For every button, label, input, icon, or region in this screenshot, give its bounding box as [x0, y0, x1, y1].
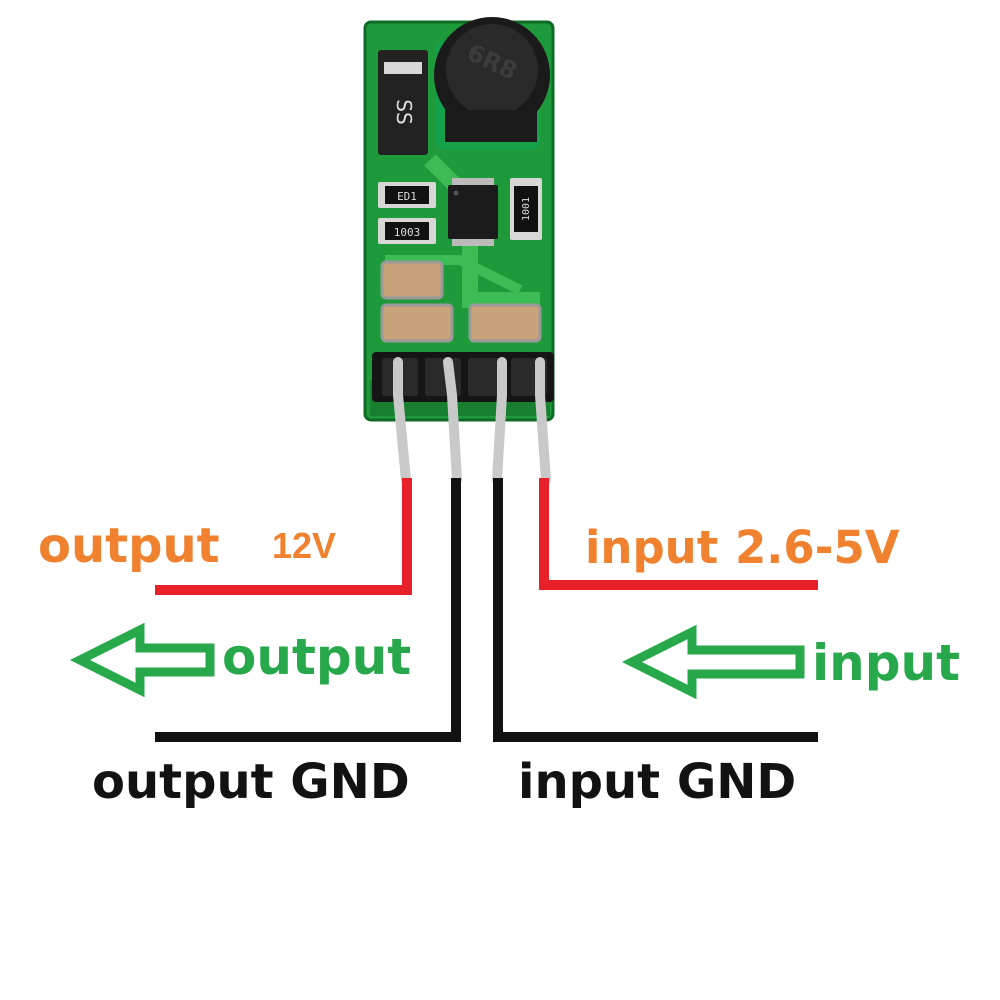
output-voltage-word: output: [38, 518, 220, 574]
input-arrow-icon: [621, 624, 805, 700]
wires: [155, 478, 818, 742]
inductor-component: 6R8: [434, 17, 550, 150]
output-voltage-value: 12V: [272, 525, 337, 566]
input-gnd-label: input GND: [518, 754, 797, 810]
capacitor-2: [380, 303, 454, 343]
resistor-top: ED1: [378, 182, 436, 208]
output-arrow-icon: [69, 622, 215, 698]
resistor-top-marking: ED1: [397, 190, 417, 203]
pcb-trace: [424, 154, 540, 308]
diode-marking: SS: [392, 99, 416, 124]
input-voltage-label: input: [585, 521, 719, 574]
capacitor-3: [468, 303, 542, 343]
header-pins: [393, 357, 551, 485]
input-arrow-label: input: [812, 634, 961, 692]
pcb-trace: [385, 255, 523, 295]
resistor-right-marking: 1001: [521, 197, 532, 221]
ic-chip: [448, 178, 498, 246]
resistor-right: 1001: [510, 178, 542, 240]
boost-converter-module: SS 6R8 ED1 1003: [363, 17, 555, 485]
resistor-bottom: 1003: [378, 218, 436, 244]
output-gnd-label: output GND: [92, 754, 410, 810]
input-gnd-wire: [493, 478, 818, 742]
output-voltage-label: output: [38, 522, 220, 570]
resistor-bottom-marking: 1003: [394, 226, 421, 239]
output-arrow-label: output: [222, 628, 412, 686]
output-positive-wire: [155, 478, 412, 595]
input-positive-wire: [539, 478, 818, 590]
capacitor-1: [380, 260, 444, 300]
diode-component: SS: [378, 50, 428, 155]
input-voltage-value: 2.6-5V: [735, 521, 900, 574]
output-gnd-wire: [155, 478, 461, 742]
